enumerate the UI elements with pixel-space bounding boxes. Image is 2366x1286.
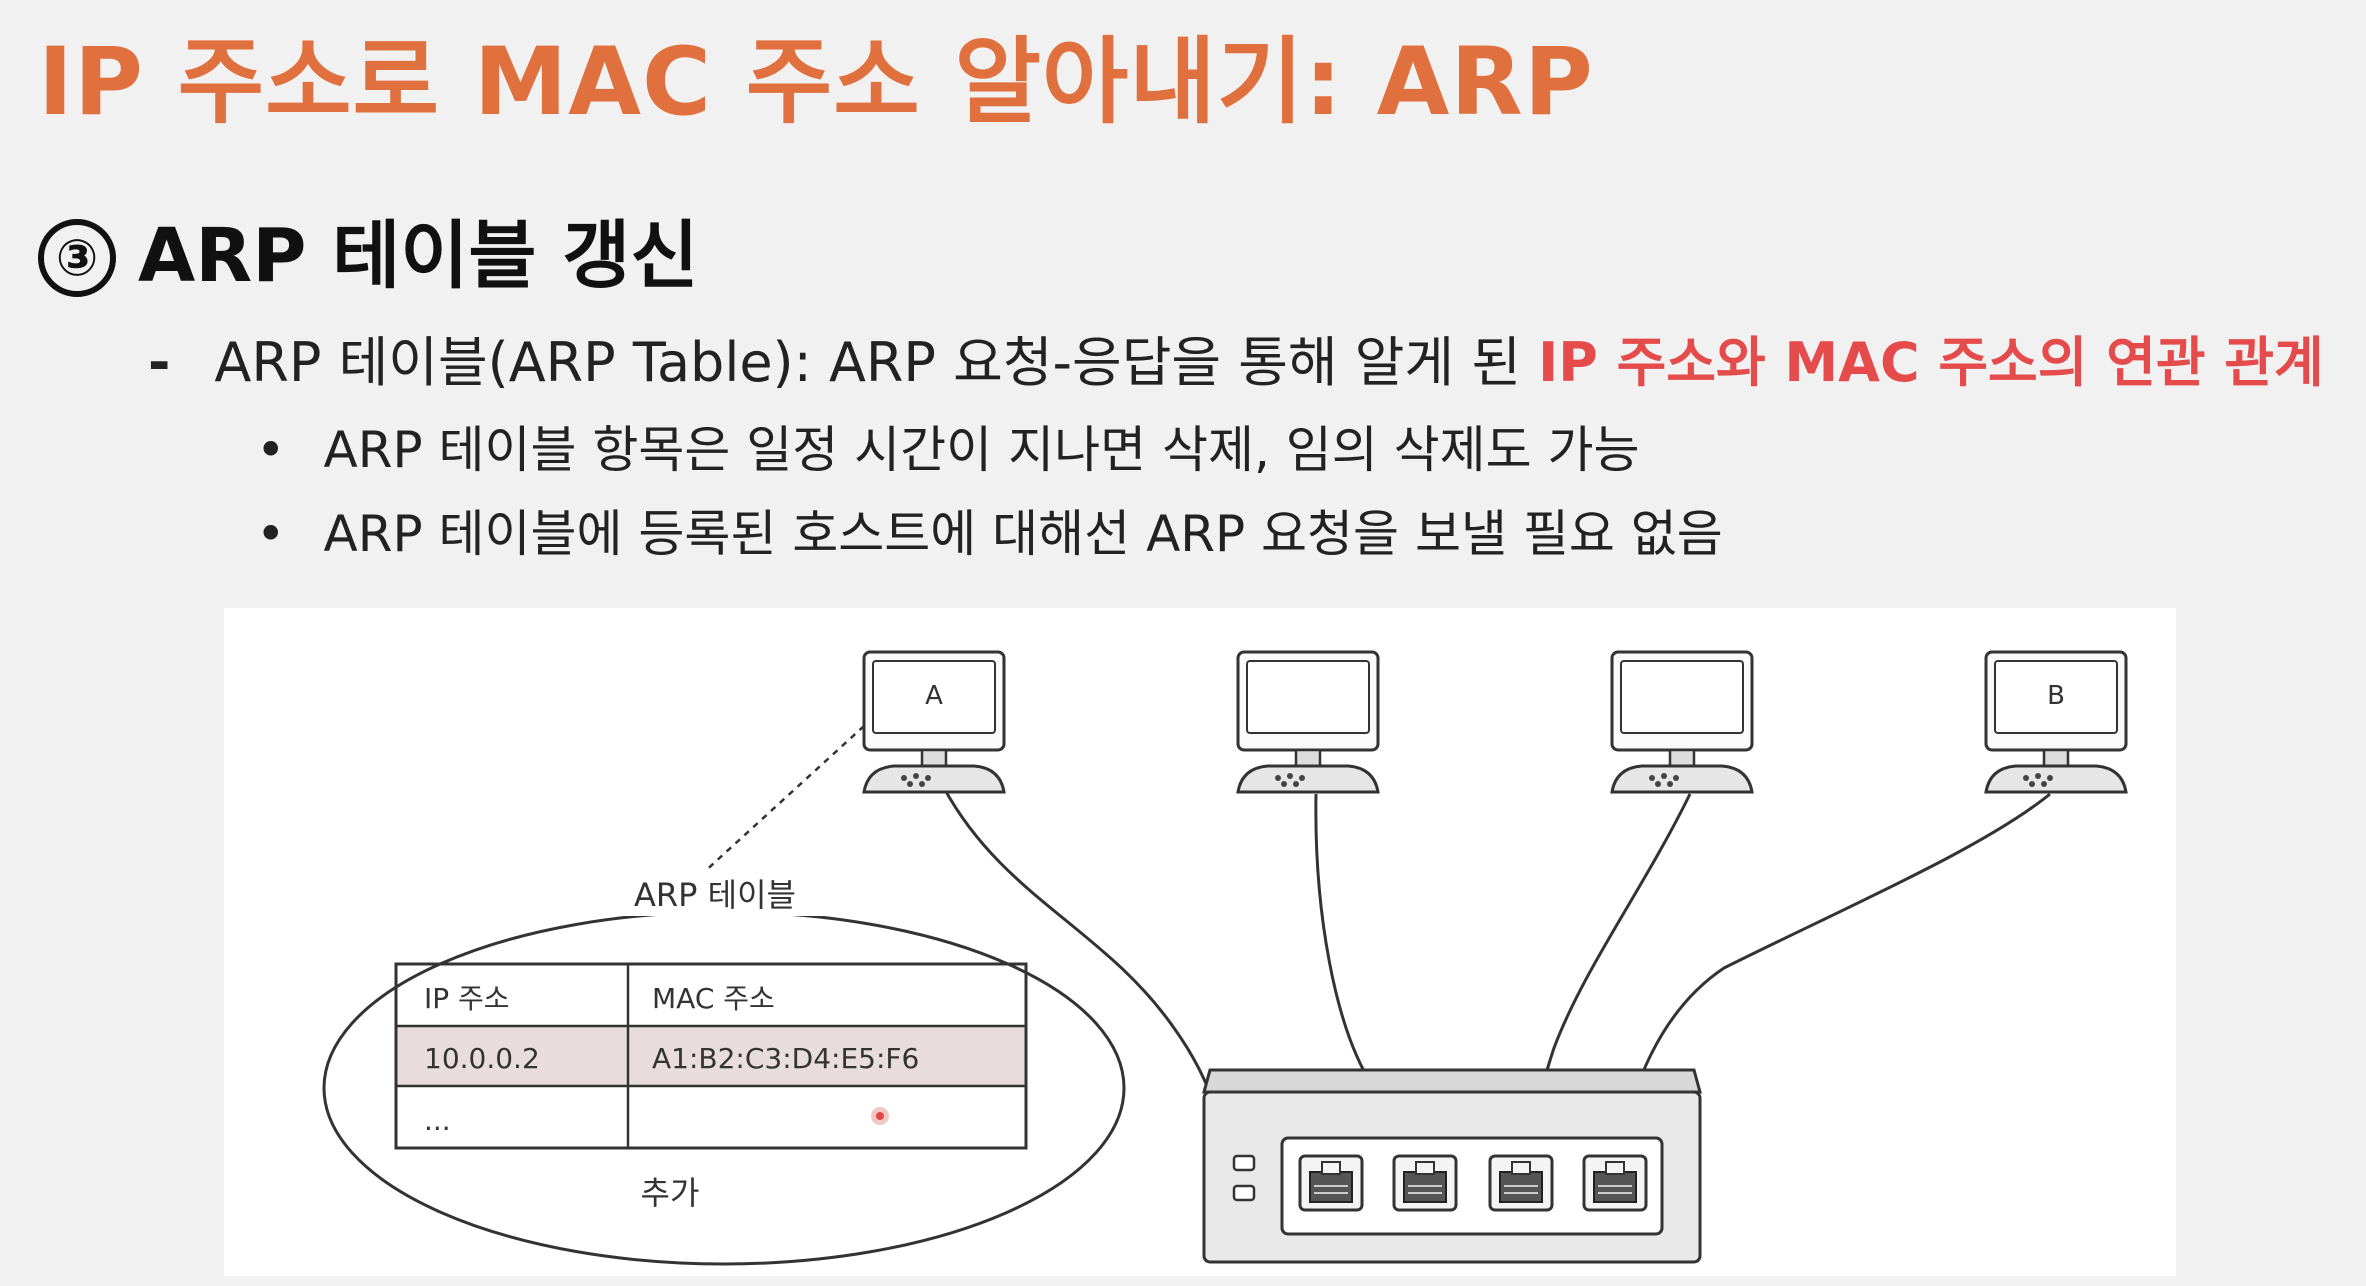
sub-bullet-marker: • bbox=[256, 505, 286, 563]
sub-bullet-text: ARP 테이블 항목은 일정 시간이 지나면 삭제, 임의 삭제도 가능 bbox=[323, 421, 1640, 479]
table-cell: 10.0.0.2 bbox=[424, 1042, 540, 1075]
table-header: MAC 주소 bbox=[652, 982, 775, 1015]
host-label: A bbox=[925, 681, 943, 711]
sub-bullet-marker: • bbox=[256, 421, 286, 479]
main-bullet-marker: - bbox=[148, 331, 171, 394]
network-diagram: A B ARP 테이블 bbox=[224, 608, 2176, 1276]
host-a: A bbox=[862, 650, 1006, 794]
arp-table: IP 주소 MAC 주소 10.0.0.2 A1:B2:C3:D4:E5:F6 … bbox=[394, 962, 1028, 1150]
arp-table-caption: ARP 테이블 bbox=[634, 876, 796, 914]
slide-title: IP 주소로 MAC 주소 알아내기: ARP bbox=[38, 28, 1594, 137]
host bbox=[1610, 650, 1754, 794]
table-header: IP 주소 bbox=[424, 982, 510, 1015]
sub-bullet: • ARP 테이블 항목은 일정 시간이 지나면 삭제, 임의 삭제도 가능 bbox=[256, 410, 1640, 482]
host-b: B bbox=[1984, 650, 2128, 794]
table-cell: ... bbox=[424, 1104, 451, 1137]
diagram-canvas: A B ARP 테이블 bbox=[322, 650, 2128, 1266]
added-label: 추가 bbox=[641, 1174, 700, 1212]
host-label: B bbox=[2047, 681, 2065, 711]
section-heading: ③ ARP 테이블 갱신 bbox=[38, 196, 698, 303]
sub-bullet: • ARP 테이블에 등록된 호스트에 대해선 ARP 요청을 보낼 필요 없음 bbox=[256, 494, 1723, 566]
table-cell: A1:B2:C3:D4:E5:F6 bbox=[652, 1042, 919, 1075]
section-heading-text: ARP 테이블 갱신 bbox=[138, 213, 699, 299]
main-bullet-text: ARP 테이블(ARP Table): ARP 요청-응답을 통해 알게 된 bbox=[214, 331, 1539, 394]
main-bullet: -ARP 테이블(ARP Table): ARP 요청-응답을 통해 알게 된 … bbox=[148, 318, 2324, 397]
cursor-dot bbox=[876, 1112, 884, 1120]
sub-bullet-text: ARP 테이블에 등록된 호스트에 대해선 ARP 요청을 보낼 필요 없음 bbox=[323, 505, 1723, 563]
pointer-line bbox=[701, 725, 865, 875]
section-number: ③ bbox=[38, 219, 116, 297]
main-bullet-highlight: IP 주소와 MAC 주소의 연관 관계 bbox=[1538, 331, 2324, 394]
switch bbox=[1202, 1068, 1702, 1264]
host bbox=[1236, 650, 1380, 794]
